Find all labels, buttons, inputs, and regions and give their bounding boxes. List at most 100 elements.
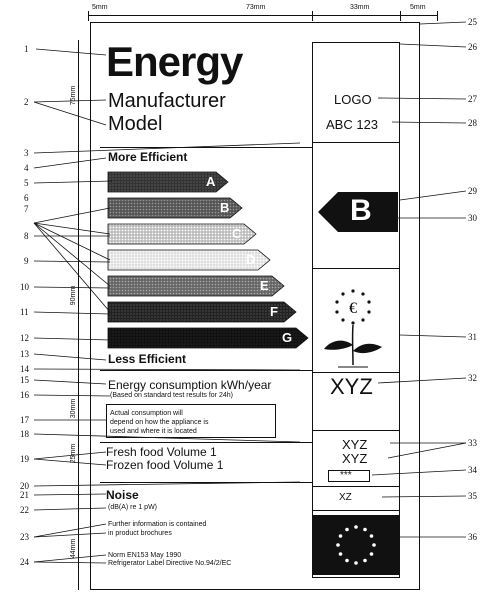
frozen-star-rating: *** [340,470,352,481]
callout-11: 11 [20,307,29,317]
actual-note-line-3: used and where it is located [110,428,197,435]
consumption-value: XYZ [330,374,373,399]
right-divider-6 [312,510,400,511]
dim-tick [312,11,313,21]
eu-flag-icon [312,515,400,575]
callout-24: 24 [20,557,29,567]
callout-19: 19 [20,454,29,464]
consumption-sub: (Based on standard test results for 24h) [110,392,233,399]
callout-20: 20 [20,481,29,491]
dim-top-4: 5mm [410,4,426,11]
callout-25: 25 [468,17,477,27]
callout-2: 2 [24,97,29,107]
ecolabel-flower-icon: € [324,289,382,368]
dim-top-1: 5mm [92,4,108,11]
top-dimension-line [88,15,438,16]
more-efficient-label: More Efficient [108,150,188,164]
right-divider-4 [312,430,400,431]
callout-4: 4 [24,163,29,173]
norm-line-1: Norm EN153 May 1990 [108,552,182,559]
arrow-letter-b: B [220,200,230,215]
logo-text: LOGO [334,92,372,107]
fresh-food-volume: Fresh food Volume 1 [106,445,217,459]
dim-tick [400,11,401,21]
dim-top-2: 73mm [246,4,266,11]
arrow-e [107,275,285,297]
callout-14: 14 [20,364,29,374]
noise-sub: (dB(A) re 1 pW) [108,504,158,511]
model-text: Model [108,113,163,135]
norm-line-2: Refrigerator Label Directive No.94/2/EC [108,560,232,567]
left-divider-3 [100,442,312,443]
model-code-text: ABC 123 [326,117,379,132]
callout-12: 12 [20,333,29,343]
dim-tick [88,11,89,21]
callout-26: 26 [468,42,477,52]
svg-text:€: € [349,300,357,317]
right-divider-3 [312,372,400,373]
volume-value-1: XYZ [342,437,368,452]
callout-36: 36 [468,532,477,542]
noise-value: XZ [339,492,352,503]
rating-arrow [318,192,398,232]
callout-27: 27 [468,94,477,104]
arrow-a [107,171,229,193]
efficiency-arrows-graphic [107,171,309,349]
label-outer-border [90,22,420,590]
arrow-g [107,327,309,349]
left-divider-2 [100,370,312,371]
callout-21: 21 [20,490,29,500]
further-info-2: in product brochures [108,530,172,537]
callout-15: 15 [20,375,29,385]
dim-tick [437,11,438,21]
label-right-column [312,42,400,578]
callout-1: 1 [24,44,29,54]
left-dimension-line [78,40,79,590]
manufacturer-text: Manufacturer [108,90,226,112]
callout-13: 13 [20,349,29,359]
arrow-c [107,223,257,245]
callout-18: 18 [20,429,29,439]
callout-22: 22 [20,505,29,515]
callout-7: 7 [24,204,29,214]
callout-8: 8 [24,231,29,241]
right-divider-5 [312,486,400,487]
right-divider-1 [312,142,400,143]
callout-16: 16 [20,390,29,400]
volume-value-2: XYZ [342,451,368,466]
callout-34: 34 [468,465,477,475]
less-efficient-label: Less Efficient [108,352,187,366]
energy-title: Energy [106,38,243,85]
frozen-food-volume: Frozen food Volume 1 [106,458,224,472]
frozen-star-rating-box [328,470,370,482]
arrow-letter-g: G [282,330,293,345]
arrow-letter-a: A [206,174,216,189]
right-divider-2 [312,268,400,269]
further-info-1: Further information is contained [108,521,207,528]
callout-3: 3 [24,148,29,158]
actual-note-line-1: Actual consumption will [110,410,183,417]
rating-letter: B [350,194,372,227]
arrow-letter-d: D [246,252,256,267]
dim-top-3: 33mm [350,4,370,11]
callout-6: 6 [24,193,29,203]
callout-31: 31 [468,332,477,342]
callout-9: 9 [24,256,29,266]
arrow-d [107,249,271,271]
arrow-f [107,301,297,323]
callout-35: 35 [468,491,477,501]
callout-32: 32 [468,373,477,383]
callout-5: 5 [24,178,29,188]
callout-33: 33 [468,438,477,448]
callout-10: 10 [20,282,29,292]
arrow-letter-e: E [260,278,269,293]
callout-23: 23 [20,532,29,542]
arrow-letter-c: C [232,226,242,241]
left-divider-4 [100,482,312,483]
callout-17: 17 [20,415,29,425]
arrow-b [107,197,243,219]
consumption-title: Energy consumption kWh/year [108,378,272,392]
noise-title: Noise [106,488,139,502]
callout-29: 29 [468,186,477,196]
